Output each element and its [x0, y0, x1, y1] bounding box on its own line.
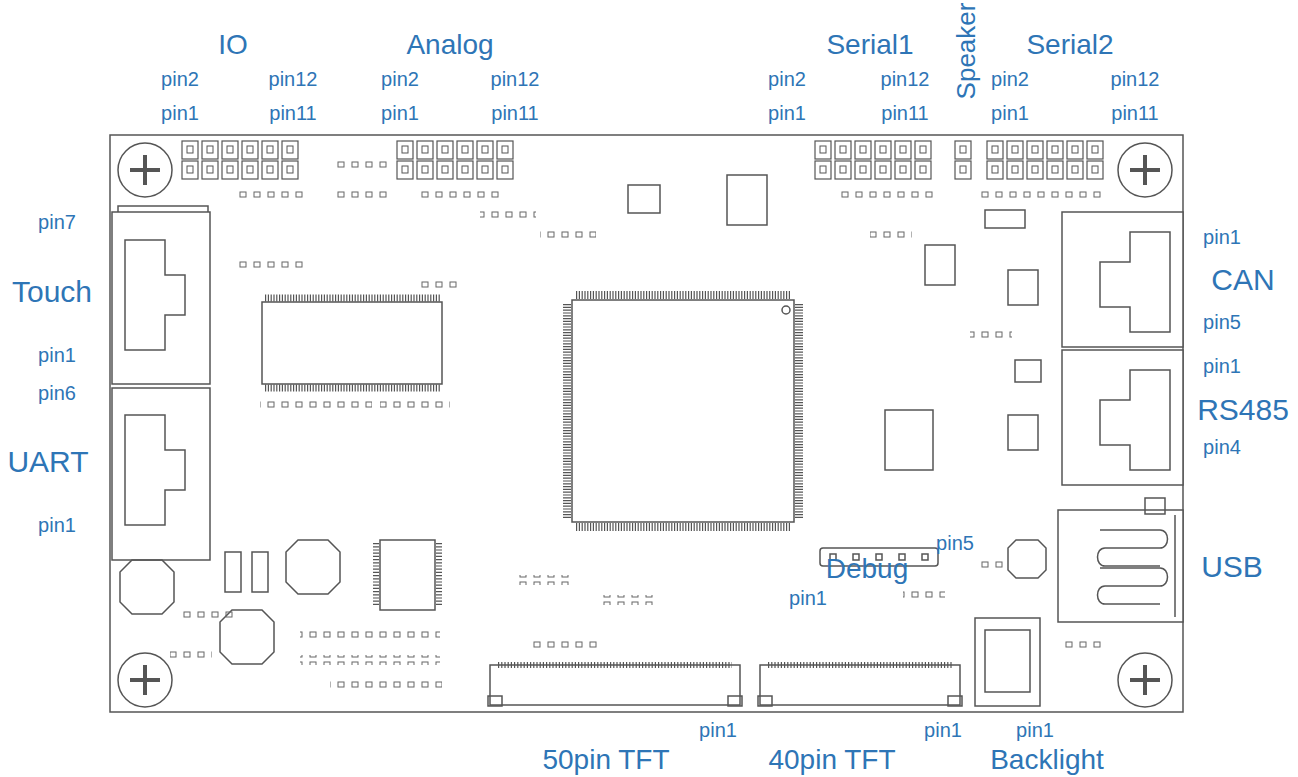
pin-label: Touch	[12, 277, 92, 307]
pin-label: pin1	[768, 103, 806, 123]
pin-label: pin12	[881, 69, 930, 89]
pin-label: pin1	[38, 345, 76, 365]
pin-label: pin1	[1203, 227, 1241, 247]
pin-label: pin2	[161, 69, 199, 89]
pin-label: pin11	[881, 103, 928, 123]
pin-label: pin2	[381, 69, 419, 89]
pin-label: pin1	[924, 720, 962, 740]
pin-label: Debug	[826, 555, 909, 583]
inductors	[120, 540, 1046, 664]
pin-label: Backlight	[990, 746, 1104, 774]
pin-label: pin1	[161, 103, 199, 123]
pin-label: pin4	[1203, 437, 1241, 457]
pin-label: pin6	[38, 383, 76, 403]
pin-label: 40pin TFT	[768, 746, 895, 774]
pin-label: Serial2	[1026, 31, 1113, 59]
side-connectors	[112, 206, 1183, 706]
pin-label: Speaker	[953, 3, 979, 100]
pin-label: pin7	[38, 212, 76, 232]
mounting-holes	[118, 143, 1172, 707]
pin-label: RS485	[1197, 395, 1289, 425]
pin-label: pin1	[1016, 720, 1054, 740]
pin-label: pin1	[699, 720, 737, 740]
pin-label: pin1	[991, 103, 1029, 123]
pin-label: pin12	[269, 69, 318, 89]
pin-headers	[180, 140, 1105, 566]
board-outline	[110, 135, 1183, 712]
smd-components	[170, 160, 1106, 690]
diodes	[225, 210, 1165, 592]
pin-label: pin12	[1111, 69, 1160, 89]
pin-label: pin1	[1203, 356, 1241, 376]
pin-label: Analog	[406, 31, 493, 59]
pin-label: UART	[7, 447, 88, 477]
pin-label: pin11	[269, 103, 316, 123]
pin-label: 50pin TFT	[542, 746, 669, 774]
pin-label: pin1	[38, 515, 76, 535]
pin-label: pin12	[491, 69, 540, 89]
pin-label: pin2	[768, 69, 806, 89]
pin-label: pin1	[789, 588, 827, 608]
pin-label: pin5	[1203, 312, 1241, 332]
pin-label: IO	[218, 31, 248, 59]
chips	[262, 175, 1038, 610]
pin-label: pin11	[1111, 103, 1158, 123]
pin-label: USB	[1201, 552, 1263, 582]
pin-label: pin11	[491, 103, 538, 123]
fpc-connectors	[488, 665, 962, 706]
pin-label: Serial1	[826, 31, 913, 59]
pin-label: pin2	[991, 69, 1029, 89]
pin-label: pin1	[381, 103, 419, 123]
pin-label: pin5	[936, 533, 974, 553]
pin-label: CAN	[1211, 265, 1274, 295]
